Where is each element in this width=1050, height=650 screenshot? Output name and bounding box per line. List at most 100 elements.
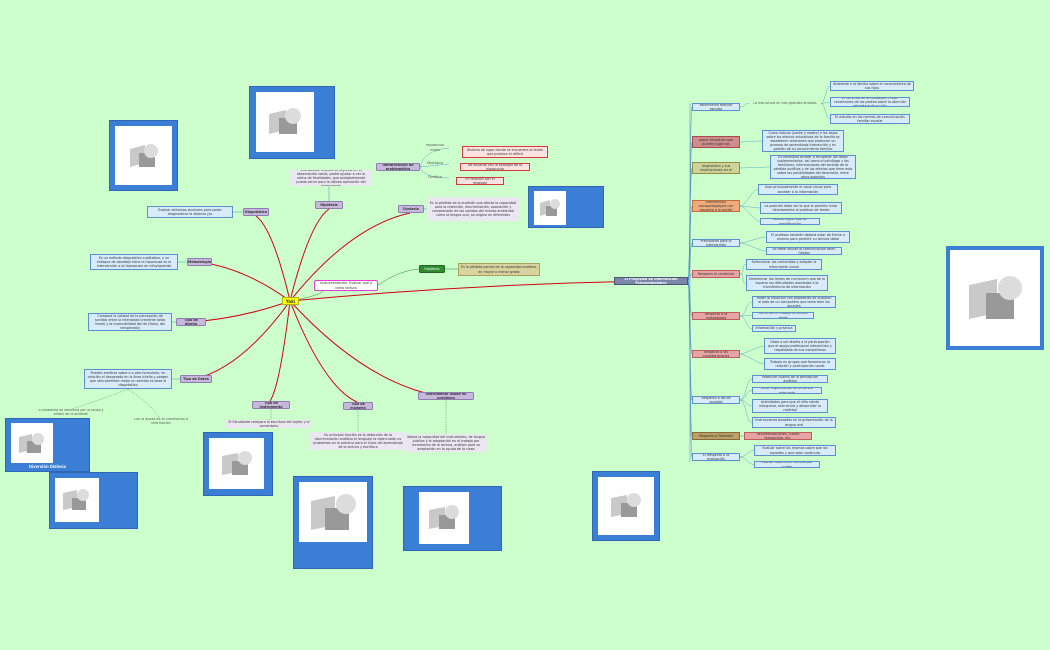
right-branch[interactable]: Respecto a la metodología [692,312,740,320]
right-sub-node[interactable]: Usar principalmente el canal visual para… [758,184,838,195]
type-label-0: Hipoacusia mixta [425,144,445,151]
branch-diagnostico[interactable]: Diagnóstico [243,208,269,216]
connector-line [739,353,765,365]
branch-tipo-datos[interactable]: Tipo de Datos [180,375,212,383]
detail-tipo-muestra[interactable]: Su principal función es la detección de … [310,432,406,450]
right-branch[interactable]: El Respecto a la evaluación [692,453,740,461]
detail-dyslexia[interactable]: Es la pérdida de la audición que afecta … [427,197,519,221]
placeholder-image-icon [256,92,314,152]
right-leaf-node[interactable]: El fomento de la recepción, mejor condic… [830,97,910,107]
connector-line [820,101,831,104]
branch-instrumento-usado[interactable]: Instrumento usado en problema [418,392,474,400]
right-sub-node[interactable]: Fomentar el trabajo la lectura labial [752,312,814,319]
connector-line [419,163,450,168]
right-branch[interactable]: Intervención psicopedagógica con respect… [692,200,740,212]
detail-tipo-diseno[interactable]: Compara la calidad de la percepción de s… [88,313,172,331]
connector-line [127,388,161,419]
connector-line [739,390,753,401]
right-sub-node[interactable]: Debe a ser diseño a la participación que… [764,338,836,354]
branch-hipotesis[interactable]: Hipótesis [315,201,343,209]
image-card[interactable]: Diversión Dislexia [5,418,90,472]
placeholder-image-icon [209,438,264,489]
image-card[interactable] [203,432,273,496]
right-sub-node[interactable]: Trabajo en grupos que favorezcan la rela… [764,358,836,370]
type-desc-2[interactable]: En relación con el lenguaje [456,177,504,185]
connector-line [739,140,763,143]
connector-line [739,205,761,209]
central-topic[interactable]: Yoki [282,297,299,305]
right-sub-node[interactable]: Instrucciones basadas en la presentación… [752,417,836,428]
connector-line [739,456,755,465]
right-sub-node[interactable]: Poder la situación con problemas de audi… [752,296,836,308]
right-sub-node[interactable]: Potenciar cuanto de la percepción auditi… [752,375,828,383]
right-branch[interactable]: Movimiento familiar escuela [692,103,740,111]
connector-line [198,261,291,302]
image-card[interactable] [293,476,373,569]
detail-diagnostico[interactable]: Evaluar síntomas sindroms para poder dia… [147,206,233,218]
fine-note-1: Con la ayuda de la información e informa… [133,418,189,424]
detail-tipo-instrumento[interactable]: El Estudiante compara la escritura del s… [226,420,312,428]
connector-line [289,208,330,302]
branch-tipo-diseno[interactable]: Tipo de diseño [176,318,206,326]
right-sub-node[interactable]: Es necesario aclarar o recuperar los dat… [770,155,856,179]
detail-tipo-datos[interactable]: Pueden emitirse sobre o a otro formulari… [84,369,172,389]
right-sub-node[interactable]: Evaluar sobre los mismos sobre que los s… [754,445,836,456]
right-sub-node[interactable]: La posición debe ser la que le permita m… [760,202,842,214]
connector-line [71,388,129,410]
branch-metodologia[interactable]: Metodología [187,258,212,266]
connector-line [739,189,759,207]
right-sub-node[interactable]: Actividades para que el niño sienta inte… [752,399,828,413]
right-sub-node[interactable]: Recomendaciones, cuales temporales, etc. [744,432,812,440]
type-label-1: Etiológica [426,161,444,166]
right-sub-node[interactable]: El profesor también deberá estar de fren… [766,231,850,243]
branch-tipo-muestra[interactable]: Tipo de muestra [343,402,373,410]
connector-line [739,301,753,317]
detail-metodologia[interactable]: Es un método diagnóstico cualitativo, y … [90,254,178,270]
image-card[interactable] [592,471,660,541]
connector-line [289,300,439,397]
right-sub-node[interactable]: La estructura en tres grandes ámbitos [753,101,817,106]
right-branch[interactable]: Información sobre el papel educativo que… [692,136,740,148]
image-card[interactable] [528,186,604,228]
right-sub-node[interactable]: Utilizar algún tipo de amplificación [760,218,820,225]
right-branch[interactable]: Precisiones para la intervención [692,239,740,247]
type-desc-0[interactable]: Dislexia de lugar donde se encuentra la … [462,146,548,158]
right-sub-node[interactable]: Evaluar solamente escritos por sujeto [754,461,820,468]
right-branch[interactable]: Clarificación del diagnóstico y sus impl… [692,162,740,174]
branch-identificacion[interactable]: Identificación de problemática [376,163,420,171]
image-card[interactable] [249,86,335,159]
connector-line [739,273,747,284]
green-label[interactable]: Hipótesis [419,265,445,273]
connector-line [820,85,831,104]
image-card[interactable] [403,486,502,551]
right-sub-node[interactable]: Se debe utilizar la comunicación total: … [766,247,842,255]
right-sub-node[interactable]: Información y práctica [752,325,796,332]
right-sub-node[interactable]: Determinar los temas de currículum que d… [746,275,828,291]
right-branch[interactable]: Respecto al contenido [692,270,740,278]
detail-hipotesis[interactable]: Una posible análisis de algunos en la ob… [290,170,372,186]
image-caption: Diversión Dislexia [28,464,67,469]
right-sub-node[interactable]: Crear organización de la familia adecuad… [752,387,822,394]
type-desc-1[interactable]: De acuerdo con la etiología de la hipoac… [460,163,530,171]
branch-dyslexia[interactable]: Dyslexia [398,205,424,213]
right-branch[interactable]: Respecto a las consideraciones [692,350,740,358]
branch-tipo-instrumento[interactable]: Tipo de Instrumento [252,401,290,409]
right-sub-node[interactable]: Como indican (padre y madre) e los bajos… [762,130,844,152]
right-leaf-node[interactable]: El estudio en las normas de comunicación… [830,114,910,124]
image-card[interactable] [109,120,178,191]
right-branch[interactable]: Respecto a las de acogida [692,396,740,404]
placeholder-image-icon [534,191,566,225]
magenta-note[interactable]: Instrumentación: Evaluar qué o como lect… [314,280,378,291]
connector-line [289,280,651,302]
image-card[interactable] [49,472,138,529]
connector-line [739,378,753,401]
right-leaf-node[interactable]: Ambiente e la familia sobre el conocimie… [830,81,914,91]
right-sub-node[interactable]: Seleccionar los contenidos y adaptar la … [746,259,822,270]
right-root[interactable]: El Programa de intervención Psicopedagóg… [614,277,688,285]
right-branch[interactable]: Respecto a fidelidad [692,432,740,440]
connector-line [820,103,831,120]
detail-instrumento-usado[interactable]: Valora la capacidad del instrumento, de … [404,434,488,452]
image-card[interactable] [946,246,1044,350]
green-detail[interactable]: Es la pérdida parcial de la capacidad au… [458,263,540,276]
